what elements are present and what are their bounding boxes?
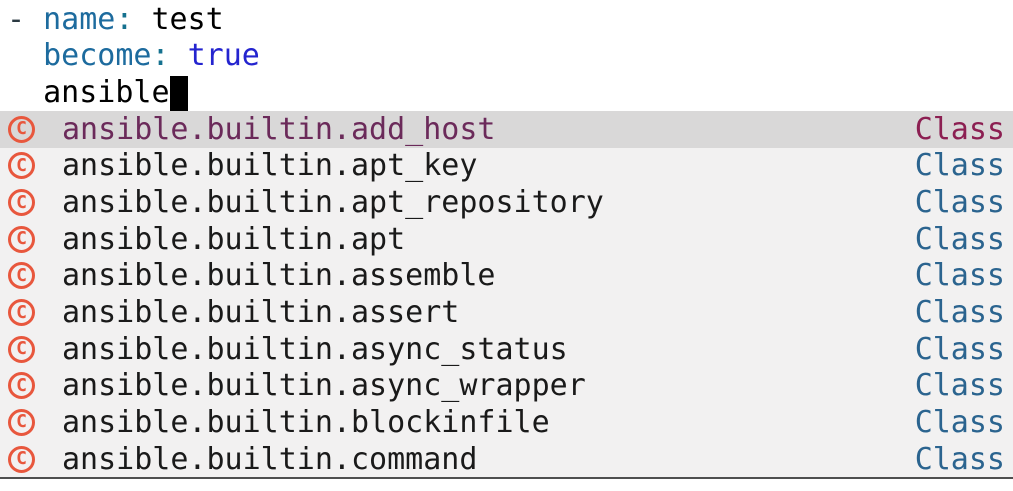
completion-item-label: ansible.builtin.async_wrapper [62,368,586,404]
code-token: become [43,38,152,74]
class-icon: C [8,189,35,217]
class-icon-letter: C [16,338,27,360]
code-token: - [7,2,44,37]
completion-item-label: ansible.builtin.apt_key [62,148,478,184]
completion-item-kind: Class [914,331,1005,367]
completion-item[interactable]: C ansible.builtin.async_wrapper Class [0,367,1013,405]
class-icon-letter: C [16,228,27,250]
class-icon-letter: C [16,374,27,396]
code-token [7,38,43,73]
class-icon-letter: C [16,264,27,286]
completion-item-kind: Class [914,404,1005,440]
code-token: name [43,2,116,37]
class-icon: C [8,408,35,436]
completion-item[interactable]: C ansible.builtin.add_host Class [0,111,1013,148]
class-icon-letter: C [16,118,27,140]
class-icon-letter: C [16,448,27,470]
class-icon: C [8,335,35,363]
class-icon: C [8,445,35,473]
completion-item[interactable]: C ansible.builtin.assemble Class [0,257,1013,295]
completion-item-label: ansible.builtin.assert [62,295,460,331]
completion-menu-border [0,477,1013,480]
completion-item-kind: Class [914,221,1005,257]
completion-item[interactable]: C ansible.builtin.command Class [0,440,1013,478]
completion-item[interactable]: C ansible.builtin.apt_repository Class [0,184,1013,221]
completion-item-label: ansible.builtin.assemble [62,258,496,294]
completion-item-kind: Class [914,111,1005,147]
completion-item-kind: Class [914,185,1005,221]
code-token: : [151,38,170,74]
completion-item[interactable]: C ansible.builtin.assert Class [0,294,1013,331]
completion-item-kind: Class [914,295,1005,331]
class-icon: C [8,152,35,180]
code-line: become: true [7,38,1013,74]
class-icon: C [8,262,35,290]
code-line: - name: test [7,2,1013,38]
code-area[interactable]: - name: test become: true ansible [0,0,1013,111]
completion-item[interactable]: C ansible.builtin.async_status Class [0,330,1013,368]
class-icon: C [8,225,35,253]
code-token: true [187,38,260,74]
completion-item-kind: Class [914,368,1005,404]
class-icon: C [8,299,35,327]
code-token: test [133,2,224,37]
completion-item-kind: Class [914,148,1005,184]
class-icon-letter: C [16,301,27,323]
class-icon: C [8,115,35,143]
completion-item-label: ansible.builtin.command [62,441,478,477]
completion-item-kind: Class [914,258,1005,294]
completion-item[interactable]: C ansible.builtin.blockinfile Class [0,404,1013,441]
class-icon: C [8,372,35,400]
code-line: ansible [7,75,1013,111]
code-token: ansible [7,74,170,110]
completion-item[interactable]: C ansible.builtin.apt_key Class [0,147,1013,185]
code-token [170,38,188,73]
completion-item-label: ansible.builtin.blockinfile [62,404,550,440]
completion-item-label: ansible.builtin.apt_repository [62,185,604,221]
completion-item[interactable]: C ansible.builtin.apt Class [0,220,1013,258]
class-icon-letter: C [16,154,27,176]
code-token: : [115,2,134,37]
class-icon-letter: C [16,411,27,433]
completion-item-label: ansible.builtin.async_status [62,331,568,367]
completion-item-label: ansible.builtin.apt [62,221,406,257]
completion-menu: C ansible.builtin.add_host Class C ansib… [0,111,1013,478]
text-cursor [169,75,188,111]
completion-item-label: ansible.builtin.add_host [62,111,496,147]
class-icon-letter: C [16,191,27,213]
completion-item-kind: Class [914,441,1005,477]
